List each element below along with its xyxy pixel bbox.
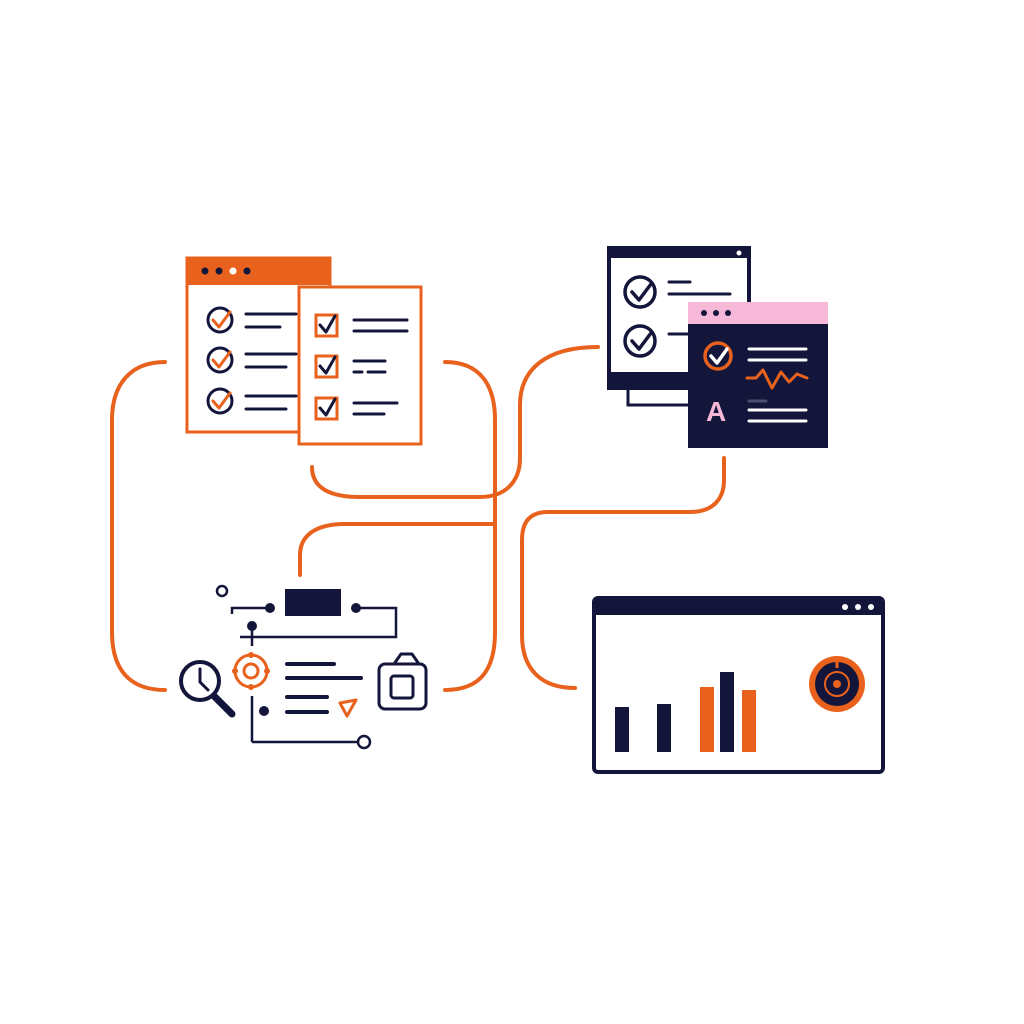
chart-bar xyxy=(700,687,714,752)
checkbox-icon xyxy=(314,354,339,379)
node-dot xyxy=(356,734,372,750)
connector-center-loop xyxy=(443,360,497,692)
node-dot xyxy=(215,584,229,598)
check-circle-icon xyxy=(623,275,657,309)
checkmark-icon xyxy=(338,698,358,718)
chart-bar xyxy=(615,707,629,752)
window-dot xyxy=(736,250,742,256)
back-window-titlebar xyxy=(609,248,749,258)
chart-bar xyxy=(720,672,734,752)
node-dot xyxy=(259,706,269,716)
window-dot xyxy=(855,604,861,610)
window-dot xyxy=(701,310,707,316)
window-dot xyxy=(215,267,223,275)
search-clock-icon xyxy=(179,660,236,718)
check-circle-icon xyxy=(206,346,234,374)
front-window-titlebar xyxy=(688,302,828,324)
window-dot xyxy=(243,267,251,275)
dashboard-titlebar xyxy=(594,598,883,615)
window-dot xyxy=(725,310,731,316)
camera-icon xyxy=(377,652,428,711)
connector-review-to-dashboard xyxy=(520,456,726,690)
back-window-titlebar xyxy=(187,258,330,285)
tools-cluster xyxy=(179,584,428,750)
badge-letter: A xyxy=(706,396,726,427)
connector-left-loop xyxy=(110,360,167,692)
check-circle-icon xyxy=(206,306,234,334)
check-circle-icon xyxy=(206,387,234,415)
review-front-window: A xyxy=(688,302,828,448)
checkbox-icon xyxy=(314,396,339,421)
bar-chart xyxy=(615,672,756,752)
target-gauge-icon xyxy=(809,656,865,712)
process-block xyxy=(285,589,341,616)
dashboard-window xyxy=(592,596,885,774)
window-dot xyxy=(229,267,237,275)
node-dot xyxy=(265,603,275,613)
lifebuoy-icon xyxy=(232,652,270,690)
window-dot xyxy=(868,604,874,610)
connector-tools-to-center xyxy=(298,522,495,577)
chart-bar xyxy=(742,690,756,752)
check-circle-icon xyxy=(623,324,657,358)
window-dot xyxy=(842,604,848,610)
window-dot xyxy=(713,310,719,316)
activity-wave-icon xyxy=(745,368,809,390)
chart-bar xyxy=(657,704,671,752)
check-circle-icon xyxy=(703,341,733,371)
checklist-front-window xyxy=(297,285,423,446)
connector-front-sheet-to-right xyxy=(310,345,600,499)
checkbox-icon xyxy=(314,313,339,338)
connector-lines xyxy=(110,345,726,692)
window-dot xyxy=(201,267,209,275)
